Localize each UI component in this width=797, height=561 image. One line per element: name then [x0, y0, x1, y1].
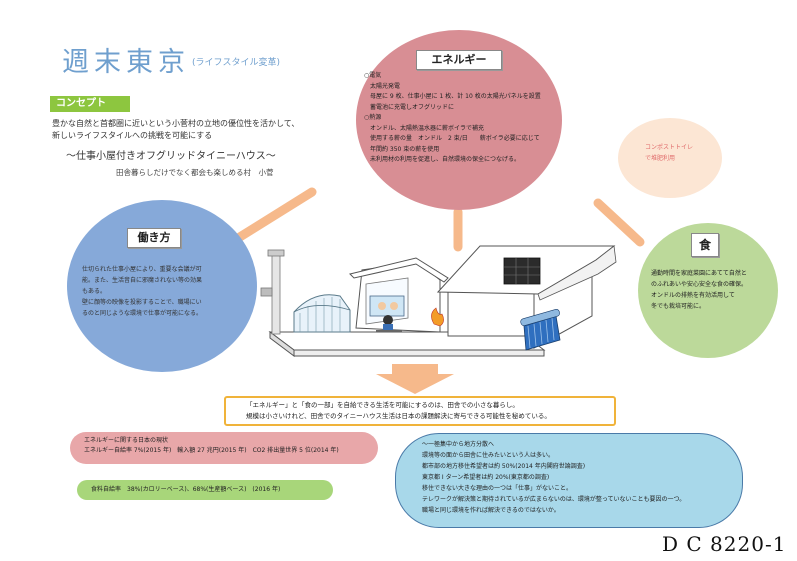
page-subtitle: (ライフスタイル変革) [192, 58, 281, 68]
energy-line: 未利用材の利用を促進し、自然環境の保全につなげる。 [364, 156, 521, 163]
energy-body: ○電気 太陽光発電 母屋に 9 枚、仕事小屋に 1 枚、計 10 枚の太陽光パネ… [364, 71, 560, 166]
greenhouse-icon [293, 294, 351, 333]
concept-line: 豊かな自然と首都圏に近いという小菅村の立地の優位性を活かして、 [52, 119, 300, 128]
concept-description: 豊かな自然と首都圏に近いという小菅村の立地の優位性を活かして、 新しいライフスタ… [52, 118, 299, 142]
solar-water-heater-icon [520, 309, 561, 351]
concept-tagline: 田舎暮らしだけでなく都会も楽しめる村 小菅 [116, 168, 274, 177]
migration-line: 東京都 I ターン希望者は約 20%(東京都の調査) [422, 474, 550, 481]
energy-line: オンドル、太陽熱温水器に薪ボイラで補充 [364, 124, 485, 132]
energy-heading: エネルギー [416, 50, 502, 70]
solar-panel-icon [503, 257, 541, 285]
food-line: 冬でも栽培可能に。 [651, 303, 706, 310]
energy-line: 使用する薪の量 オンドル 2 束/日 薪ボイラ必要に応じて [364, 135, 540, 142]
migration-box: ～一極集中から地方分散へ 環境等の面から田舎に住みたいという人は多い。 都市部の… [395, 433, 743, 528]
energy-facts-line: エネルギーに関する日本の現状 [84, 437, 169, 444]
compost-line: で堆肥利用 [645, 155, 676, 162]
migration-line: テレワークが解決策と期待されているが広まらないのは、環境が整っていないことも要因… [422, 496, 686, 503]
document-id: D C 8220-1 [662, 532, 787, 556]
migration-line: 職場と同じ環境を作れば解決できるのではないか。 [422, 507, 560, 514]
work-line: 能。また、生活音自に邪魔されない等の効果 [82, 277, 203, 284]
connector-food [593, 198, 645, 247]
energy-line: 蓄電池に充電しオフグリッドに [364, 103, 455, 111]
summary-box: 「エネルギー」と「食の一部」を自給できる生活を可能にするのは、田舎での小さな暮ら… [224, 396, 616, 426]
concept-name: ～仕事小屋付きオフグリッドタイニーハウス～ [66, 151, 276, 162]
work-line: 仕切られた仕事小屋により、重要な会議が可 [82, 266, 202, 273]
food-line: 通勤時間を家庭菜園にあてて自然と [651, 270, 747, 277]
compost-body: コンポストトイレ で堆肥利用 [645, 142, 693, 164]
connector-work [230, 187, 317, 245]
migration-line: 環境等の面から田舎に住みたいという人は多い。 [422, 452, 555, 459]
compost-circle [618, 118, 722, 198]
energy-line: ○熱源 [364, 114, 382, 121]
down-arrow-icon [376, 364, 454, 394]
energy-line: 年間約 350 束の薪を使用 [364, 145, 440, 153]
food-line: のふれあいや安心安全な食の確保。 [651, 281, 748, 288]
migration-line: 都市部の地方移住希望者は約 50%(2014 年内閣府世論調査) [422, 463, 586, 470]
page-title: 週末東京 [62, 47, 190, 78]
food-body: 通勤時間を家庭菜園にあてて自然と のふれあいや安心安全な食の確保。 オンドルの排… [651, 268, 775, 312]
work-body: 仕切られた仕事小屋により、重要な会議が可 能。また、生活音自に邪魔されない等の効… [82, 264, 252, 319]
flame-icon [431, 307, 444, 327]
migration-line: ～一極集中から地方分散へ [422, 441, 495, 448]
worker-at-desk-icon [369, 295, 405, 332]
work-line: もある。 [82, 288, 107, 295]
migration-line: 移住できない大きな理由の一つは「仕事」がないこと。 [422, 485, 573, 492]
compost-line: コンポストトイレ [645, 144, 694, 151]
work-heading: 働き方 [127, 228, 181, 248]
food-facts: 食料自給率 38%(カロリーベース)、68%(生産額ベース) (2016 年) [77, 480, 333, 500]
concept-tag: コンセプト [50, 96, 130, 112]
summary-line: 規模は小さいけれど、田舎でのタイニーハウス生活は日本の課題解決に寄与できる可能性… [246, 412, 551, 420]
tiny-house-illustration [260, 245, 617, 357]
energy-line: 母屋に 9 枚、仕事小屋に 1 枚、計 10 枚の太陽光パネルを設置 [364, 93, 541, 100]
food-line: オンドルの排熱を有効活用して [651, 292, 735, 299]
energy-line: 太陽光発電 [364, 82, 401, 90]
energy-line: ○電気 [364, 72, 382, 79]
concept-line: 新しいライフスタイルへの挑戦を可能にする [52, 131, 213, 140]
pipe [260, 249, 285, 335]
summary-line: 「エネルギー」と「食の一部」を自給できる生活を可能にするのは、田舎での小さな暮ら… [246, 401, 519, 409]
work-line: 壁に顔等の映像を投影することで、職場にい [82, 299, 202, 306]
energy-facts-line: エネルギー自給率 7%(2015 年) 輸入額 27 兆円(2015 年) CO… [84, 447, 339, 454]
work-line: るのと同じような環境で仕事が可能になる。 [82, 310, 203, 317]
food-heading: 食 [691, 233, 719, 257]
energy-facts: エネルギーに関する日本の現状 エネルギー自給率 7%(2015 年) 輸入額 2… [70, 432, 378, 464]
